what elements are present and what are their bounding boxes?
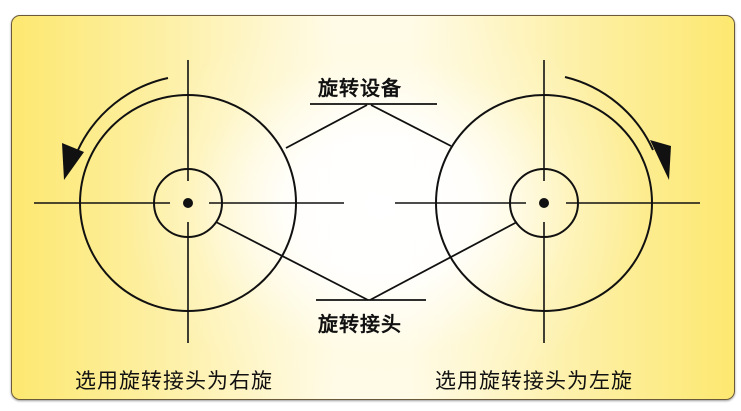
caption-left-right-hand: 选用旋转接头为右旋	[75, 369, 273, 393]
right-rotating-equipment	[395, 60, 700, 343]
diagram-panel	[11, 15, 735, 400]
label-rotating-equipment: 旋转设备	[318, 76, 402, 100]
caption-right-left-hand: 选用旋转接头为左旋	[435, 369, 633, 393]
ccw-arrow-icon	[77, 77, 169, 151]
cw-arrow-icon	[564, 76, 654, 151]
left-rotating-equipment	[34, 60, 344, 343]
label-rotary-joint: 旋转接头	[318, 312, 402, 336]
